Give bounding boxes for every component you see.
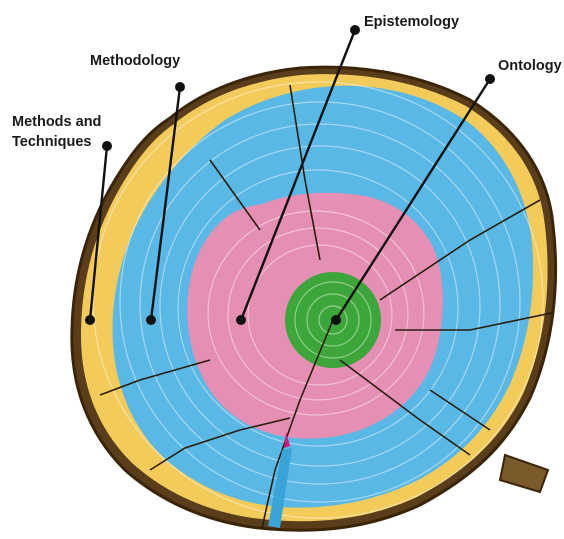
epistemology-label: Epistemology <box>364 14 459 30</box>
methodology-label: Methodology <box>90 53 180 69</box>
methods-label-line2: Techniques <box>12 134 92 150</box>
bark-protrusion <box>500 455 548 492</box>
methods-label-line1: Methods and <box>12 114 101 130</box>
ontology-label: Ontology <box>498 58 562 74</box>
